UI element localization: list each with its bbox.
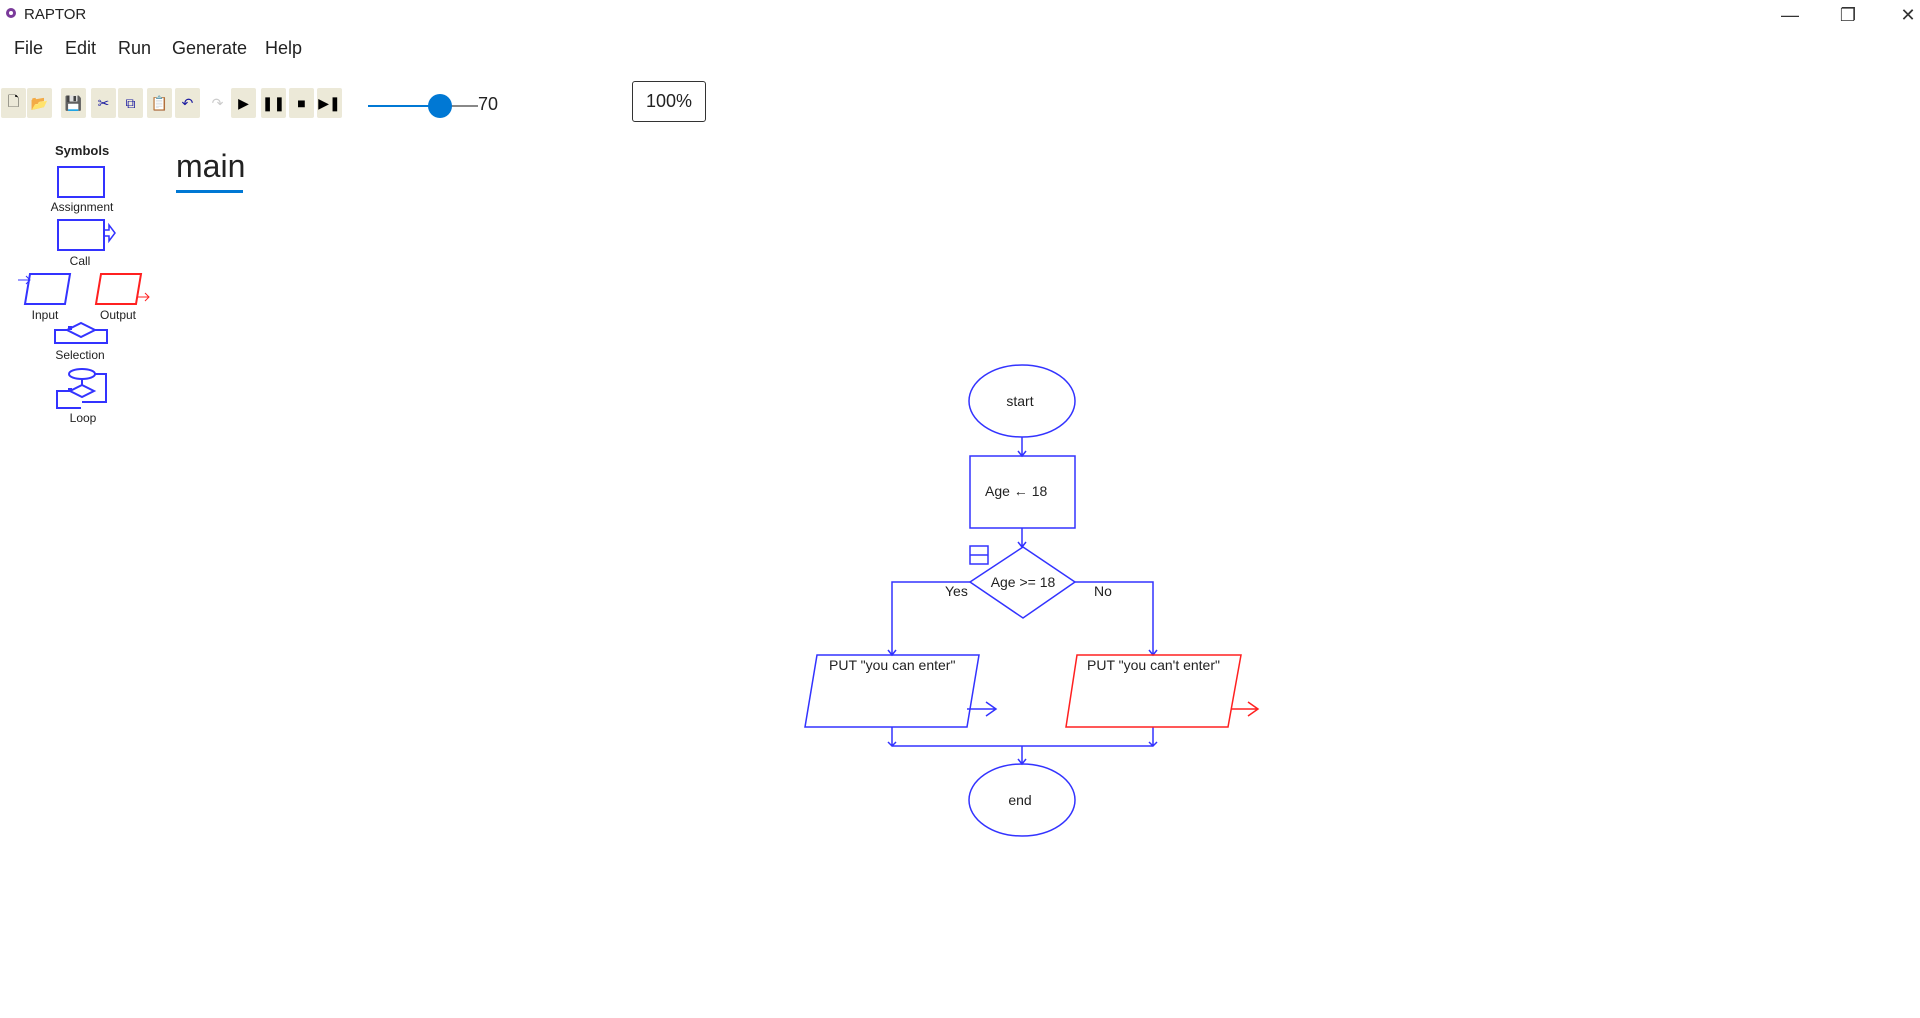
output-yes-box[interactable] xyxy=(804,654,980,728)
selection-diamond[interactable] xyxy=(968,546,1077,619)
speed-slider-rest[interactable] xyxy=(440,105,478,107)
symbols-palette xyxy=(18,166,150,409)
menu-file[interactable]: File xyxy=(14,38,44,58)
loop-label: Loop xyxy=(69,411,97,425)
undo-icon[interactable]: ↶ xyxy=(175,88,200,118)
minimize-button[interactable]: — xyxy=(1781,5,1799,25)
restore-button[interactable]: ❐ xyxy=(1839,5,1857,25)
run-icon[interactable]: ▶ xyxy=(231,88,256,118)
output-no-text: PUT "you can't enter" xyxy=(1087,657,1220,673)
tab-main[interactable]: main xyxy=(176,148,246,184)
close-button[interactable]: ✕ xyxy=(1900,5,1916,25)
condition-text: Age >= 18 xyxy=(991,574,1056,590)
merge-lines xyxy=(887,727,1158,766)
window-title: RAPTOR xyxy=(24,6,87,23)
menu-generate[interactable]: Generate xyxy=(172,38,248,58)
collapse-icon[interactable] xyxy=(969,545,989,565)
connector-arrow xyxy=(1017,528,1027,549)
start-text: start xyxy=(1006,393,1033,409)
stop-icon[interactable]: ■ xyxy=(289,88,314,118)
no-branch-line xyxy=(1075,581,1158,657)
selection-label: Selection xyxy=(55,348,105,362)
end-text: end xyxy=(1008,792,1031,808)
input-symbol[interactable] xyxy=(18,273,72,305)
pause-icon[interactable]: ❚❚ xyxy=(261,88,286,118)
app-icon xyxy=(6,8,16,18)
assignment-symbol[interactable] xyxy=(57,166,105,198)
call-symbol[interactable] xyxy=(57,219,116,251)
loop-symbol[interactable] xyxy=(56,368,107,409)
paste-icon[interactable]: 📋 xyxy=(147,88,172,118)
menu-run[interactable]: Run xyxy=(118,38,152,58)
menu-help[interactable]: Help xyxy=(265,38,303,58)
redo-icon[interactable]: ↷ xyxy=(205,88,230,118)
speed-slider-thumb[interactable] xyxy=(428,94,452,118)
copy-icon[interactable]: ⧉ xyxy=(118,88,143,118)
assignment-label: Assignment xyxy=(50,200,114,214)
save-icon[interactable]: 💾 xyxy=(61,88,86,118)
output-arrow-icon xyxy=(967,701,998,717)
call-label: Call xyxy=(69,254,91,268)
output-label: Output xyxy=(99,308,137,322)
yes-label: Yes xyxy=(945,583,968,599)
assignment-text: Age ← 18 xyxy=(985,483,1047,499)
output-arrow-icon xyxy=(1231,701,1260,717)
tab-main-underline xyxy=(176,190,243,193)
output-yes-text: PUT "you can enter" xyxy=(829,657,955,673)
selection-symbol[interactable] xyxy=(54,222,108,344)
end-oval[interactable] xyxy=(968,763,1076,837)
input-label: Input xyxy=(31,308,59,322)
step-icon[interactable]: ▶❚ xyxy=(317,88,342,118)
symbols-title: Symbols xyxy=(55,143,110,158)
open-icon[interactable]: 📂 xyxy=(27,88,52,118)
cut-icon[interactable]: ✂ xyxy=(91,88,116,118)
new-icon[interactable]: 🗋 xyxy=(1,88,26,118)
zoom-level-box[interactable]: 100% xyxy=(632,81,706,122)
menu-edit[interactable]: Edit xyxy=(65,38,97,58)
connector-arrow xyxy=(1017,437,1027,458)
output-symbol[interactable] xyxy=(94,273,150,305)
speed-value: 70 xyxy=(478,94,499,114)
speed-slider-track[interactable] xyxy=(368,105,440,107)
no-label: No xyxy=(1094,583,1112,599)
output-no-box[interactable] xyxy=(1065,654,1242,728)
